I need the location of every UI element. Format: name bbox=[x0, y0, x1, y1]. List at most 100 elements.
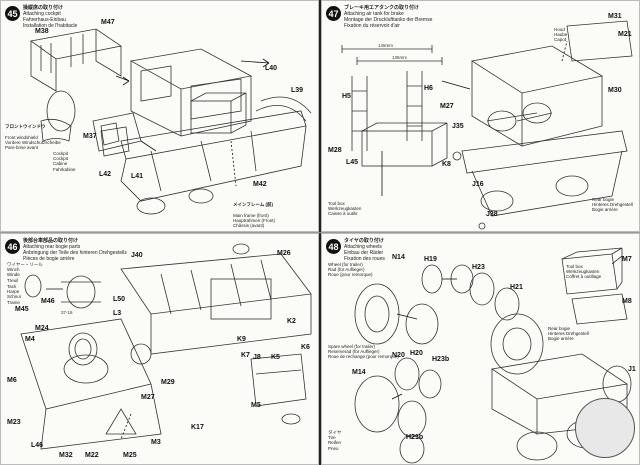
note-jp: フロントウインドウ bbox=[5, 124, 46, 130]
step-45-title-jp: 操縦席の取り付け bbox=[23, 5, 64, 11]
part-label: M3 bbox=[151, 439, 161, 446]
part-label: J16 bbox=[472, 181, 484, 188]
step-45-note-cockpit: Cockpit Cockpit Cabine Fahrkabine bbox=[53, 151, 76, 172]
step-47-dim-2: 135mm bbox=[392, 55, 408, 60]
part-label: J40 bbox=[131, 252, 143, 259]
part-label: H19 bbox=[424, 256, 437, 263]
note-jp: メインフレーム (前) bbox=[233, 202, 273, 208]
part-label: L3 bbox=[113, 310, 122, 317]
part-label: K7 bbox=[241, 352, 250, 359]
part-label: H23 bbox=[472, 264, 485, 271]
step-46-badge: 46 bbox=[5, 239, 20, 254]
step-47-title-de: Montage der Drucklufttanks der Bremse bbox=[344, 17, 433, 23]
step-46-panel: 46 後部台車部品の取り付け Attaching rear bogie part… bbox=[0, 233, 319, 465]
step-48-note-tire: タイヤ Tire Reifen Pneu bbox=[328, 430, 342, 451]
step-47-title: ブレーキ用エアタンクの取り付け Attaching air tank for b… bbox=[344, 5, 432, 29]
part-label: H20 bbox=[410, 350, 423, 357]
step-45-note-windshield: フロントウインドウ Front windshield Vordere Winds… bbox=[5, 119, 61, 155]
part-label: M29 bbox=[161, 379, 175, 386]
part-label: K6 bbox=[301, 344, 310, 351]
part-label: J38 bbox=[486, 211, 498, 218]
step-45-panel: 45 操縦席の取り付け Attaching cockpit Fahrerhaus… bbox=[0, 0, 319, 232]
step-48-title: タイヤの取り付け Attaching wheels Einbau der Räd… bbox=[344, 238, 385, 262]
part-label: M46 bbox=[41, 298, 55, 305]
part-label: L39 bbox=[291, 87, 304, 94]
part-label: M6 bbox=[7, 377, 17, 384]
part-label: M8 bbox=[622, 298, 632, 305]
part-label: H6 bbox=[424, 85, 433, 92]
part-label: J35 bbox=[452, 123, 464, 130]
step-48-drawing bbox=[354, 247, 632, 464]
part-label: M24 bbox=[35, 325, 49, 332]
part-label: M14 bbox=[352, 369, 366, 376]
step-46-title-en: Attaching rear bogie parts bbox=[23, 244, 81, 250]
step-47-title-jp: ブレーキ用エアタンクの取り付け bbox=[344, 5, 420, 11]
step-46-drawing bbox=[20, 243, 312, 450]
part-label: L50 bbox=[113, 296, 126, 303]
part-label: H23b bbox=[432, 356, 450, 363]
step-47-note-toolbox: Tool box Werkzeugkasten Caisse à outils bbox=[328, 201, 362, 217]
step-48-title-fr: Fixation des roues bbox=[344, 256, 385, 262]
part-label: M28 bbox=[328, 147, 342, 154]
part-label: M7 bbox=[622, 256, 632, 263]
step-45-note-frame: メインフレーム (前) Main frame (front) Hauptrahm… bbox=[233, 197, 276, 231]
step-48-note-bogie: Rear bogie Hinteres Drehgestell Bogie ar… bbox=[548, 326, 589, 342]
part-label: M47 bbox=[101, 19, 115, 26]
part-label: M5 bbox=[251, 402, 261, 409]
step-45-drawing bbox=[30, 28, 312, 215]
step-48-note-toolbox: Tool box Werkzeugkasten Coffret à outill… bbox=[566, 264, 602, 280]
part-label: M21 bbox=[618, 31, 632, 38]
part-label: M30 bbox=[608, 87, 622, 94]
step-46-dimension: 37-16 bbox=[61, 310, 73, 315]
part-label: K8 bbox=[442, 161, 451, 168]
part-label: M26 bbox=[277, 250, 291, 257]
note-text: Front windshield Vordere Windschutzschei… bbox=[5, 134, 61, 151]
part-label: H21 bbox=[510, 284, 523, 291]
step-47-title-fr: Fixation du réservoir d'air bbox=[344, 23, 400, 29]
part-label: M31 bbox=[608, 13, 622, 20]
part-label: N14 bbox=[392, 254, 405, 261]
step-48-title-jp: タイヤの取り付け bbox=[344, 238, 384, 244]
part-label: M22 bbox=[85, 452, 99, 459]
step-46-title-de: Anbringung der Teile des hinteren Drehge… bbox=[23, 250, 127, 256]
part-label: M25 bbox=[123, 452, 137, 459]
part-label: M27 bbox=[141, 394, 155, 401]
step-47-note-bogie: Rear bogie Hinteres Drehgestell Bogie ar… bbox=[592, 197, 633, 213]
part-label: N20 bbox=[392, 352, 405, 359]
part-label: H21b bbox=[406, 434, 424, 441]
step-46-title-jp: 後部台車部品の取り付け bbox=[23, 238, 79, 244]
part-label: J1 bbox=[628, 366, 636, 373]
step-45-title-de: Fahrerhaus-Einbau bbox=[23, 17, 66, 23]
step-46-note-winch: ワイヤー・リール Winch Winde Treuil bbox=[7, 262, 43, 283]
step-47-title-en: Attaching air tank for brake bbox=[344, 11, 404, 17]
part-label: L45 bbox=[346, 159, 359, 166]
modeler-figure-image bbox=[575, 398, 635, 458]
step-48-note-wheel: Wheel (for trailer) Rad (für Auflieger) … bbox=[328, 262, 373, 278]
step-45-badge: 45 bbox=[5, 6, 20, 21]
step-48-note-spare: Spare wheel (for trailer) Reserverad (fü… bbox=[328, 344, 399, 360]
note-text: Main frame (front) Hauptrahmen (Front) C… bbox=[233, 212, 276, 229]
step-48-title-de: Einbau der Räder bbox=[344, 250, 384, 256]
step-45-title-fr: Installation de l'habitacle bbox=[23, 23, 78, 29]
step-48-badge: 48 bbox=[326, 239, 341, 254]
part-label: K2 bbox=[287, 318, 296, 325]
part-label: M38 bbox=[35, 28, 49, 35]
part-label: M42 bbox=[253, 181, 267, 188]
part-label: K9 bbox=[237, 336, 246, 343]
part-label: L41 bbox=[131, 173, 144, 180]
step-46-note-tack: Tack Harpe Schnur Trame bbox=[7, 284, 22, 305]
step-47-badge: 47 bbox=[326, 6, 341, 21]
part-label: M32 bbox=[59, 452, 73, 459]
step-47-note-hood: Hood Haube Capot bbox=[554, 27, 568, 43]
part-label: M45 bbox=[15, 306, 29, 313]
part-label: J8 bbox=[253, 354, 261, 361]
part-label: M37 bbox=[83, 133, 97, 140]
part-label: M4 bbox=[25, 336, 35, 343]
step-48-panel: 48 タイヤの取り付け Attaching wheels Einbau der … bbox=[321, 233, 640, 465]
part-label: M23 bbox=[7, 419, 21, 426]
step-46-title-fr: Pièces de bogie arrière bbox=[23, 256, 75, 262]
part-label: L46 bbox=[31, 442, 44, 449]
step-47-panel: 47 ブレーキ用エアタンクの取り付け Attaching air tank fo… bbox=[321, 0, 640, 232]
step-45-title: 操縦席の取り付け Attaching cockpit Fahrerhaus-Ei… bbox=[23, 5, 77, 29]
